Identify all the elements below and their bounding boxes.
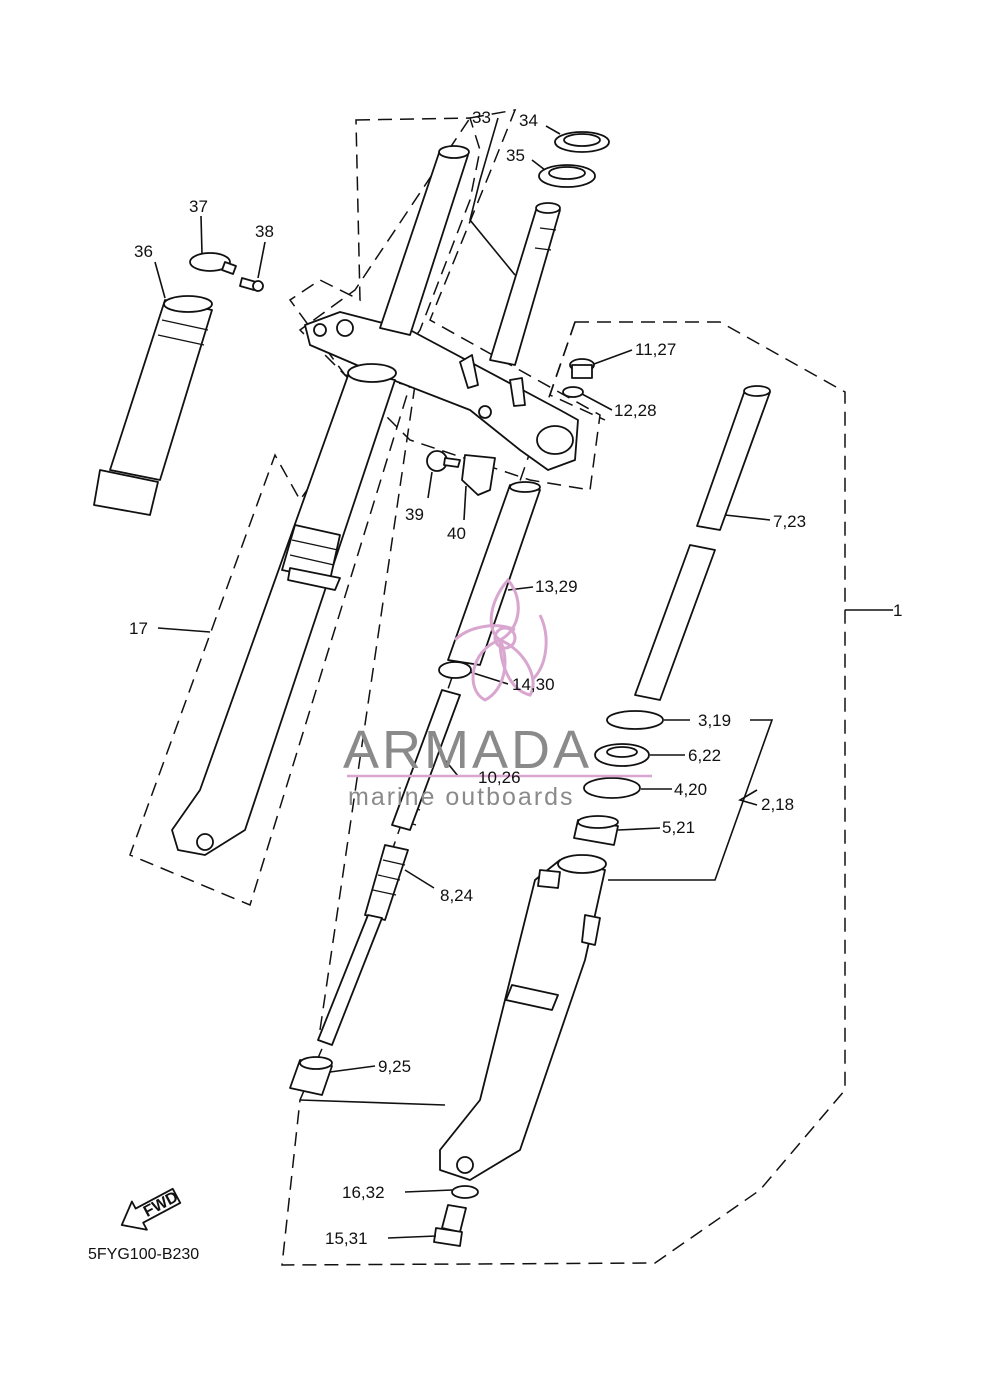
- spacer-7: [634, 385, 771, 701]
- label-34: 34: [519, 111, 538, 130]
- label-4-20: 4,20: [674, 780, 707, 799]
- label-33: 33: [472, 108, 491, 127]
- clamp-37: [189, 252, 237, 275]
- label-8-24: 8,24: [440, 886, 473, 905]
- washer-16: [451, 1185, 479, 1199]
- label-6-22: 6,22: [688, 746, 721, 765]
- label-35: 35: [506, 146, 525, 165]
- callout-labels: 1 2,18 3,19 4,20 5,21 6,22 7,23 8,24 9,2…: [129, 108, 902, 1248]
- washer-4: [583, 777, 641, 799]
- label-10-26: 10,26: [478, 768, 521, 787]
- label-1: 1: [893, 601, 902, 620]
- label-16-32: 16,32: [342, 1183, 385, 1202]
- label-9-25: 9,25: [378, 1057, 411, 1076]
- outline-assembly-33: [298, 109, 601, 491]
- washer-14: [438, 661, 472, 679]
- bearing-35: [538, 164, 596, 188]
- inner-tube-left: [379, 145, 470, 336]
- label-14-30: 14,30: [512, 675, 555, 694]
- label-38: 38: [255, 222, 274, 241]
- label-12-28: 12,28: [614, 401, 657, 420]
- label-2-18: 2,18: [761, 795, 794, 814]
- watermark-tagline: marine outboards: [348, 783, 575, 811]
- diagram-code: 5FYG100-B230: [88, 1246, 199, 1263]
- circlip-3: [606, 710, 664, 730]
- oil-lock-piece-9: [289, 1056, 333, 1096]
- fwd-label: FWD: [141, 1189, 181, 1221]
- propeller-logo-icon: [453, 577, 548, 702]
- label-37: 37: [189, 197, 208, 216]
- bracket-40: [461, 454, 496, 496]
- outer-tube-left: [171, 363, 397, 856]
- outline-assembly-17: [129, 117, 481, 907]
- fork-spring-10: [391, 689, 461, 831]
- leader-lines: [154, 117, 893, 1239]
- label-40: 40: [447, 524, 466, 543]
- fwd-arrow-icon: FWD: [120, 1187, 182, 1231]
- label-7-23: 7,23: [773, 512, 806, 531]
- label-36: 36: [134, 242, 153, 261]
- bearing-34: [554, 131, 610, 153]
- damper-8: [317, 844, 409, 1046]
- damper-rod-13: [447, 481, 541, 666]
- bushing-5: [573, 815, 619, 846]
- bolt-39: [426, 450, 461, 472]
- label-17: 17: [129, 619, 148, 638]
- label-3-19: 3,19: [698, 711, 731, 730]
- steering-stem: [489, 202, 561, 366]
- outer-tube-right: [439, 854, 607, 1181]
- outline-bracket-11: [549, 321, 606, 421]
- label-15-31: 15,31: [325, 1229, 368, 1248]
- washer-12: [562, 386, 584, 398]
- bolt-15: [433, 1204, 467, 1247]
- label-11-27: 11,27: [635, 340, 676, 359]
- label-13-29: 13,29: [535, 577, 578, 596]
- bolt-11: [569, 358, 595, 379]
- oil-seal-6: [594, 743, 650, 767]
- lower-bracket: [304, 311, 579, 471]
- label-5-21: 5,21: [662, 818, 695, 837]
- armada-watermark: ARMADA marine outboards: [343, 577, 652, 811]
- watermark-brand: ARMADA: [343, 720, 592, 780]
- label-39: 39: [405, 505, 424, 524]
- bolt-38: [239, 277, 264, 292]
- dust-boot-36: [93, 295, 213, 516]
